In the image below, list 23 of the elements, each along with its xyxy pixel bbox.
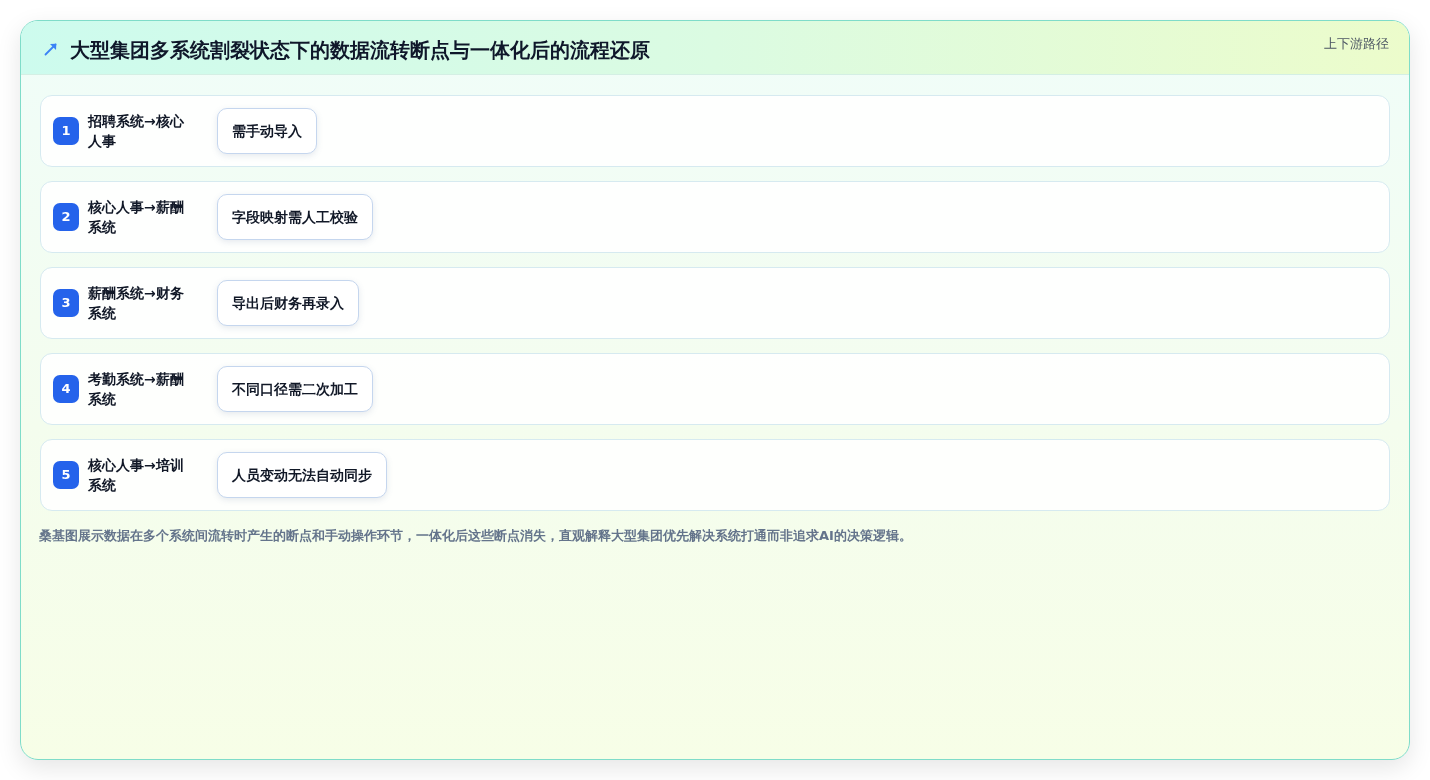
number-badge: 1 bbox=[53, 117, 79, 145]
note-box: 导出后财务再录入 bbox=[217, 280, 359, 326]
number-badge: 5 bbox=[53, 461, 79, 489]
number-badge: 4 bbox=[53, 375, 79, 403]
note-box: 字段映射需人工校验 bbox=[217, 194, 373, 240]
flow-label: 核心人事→薪酬系统 bbox=[88, 198, 185, 237]
row-card bbox=[40, 439, 1390, 511]
title: 大型集团多系统割裂状态下的数据流转断点与一体化后的流程还原 bbox=[70, 39, 650, 61]
caption: 桑基图展示数据在多个系统间流转时产生的断点和手动操作环节，一体化后这些断点消失，直观解释大型集团优先解决系统打通而非追求AI的决策逻辑。 bbox=[39, 527, 912, 545]
row-card bbox=[40, 267, 1390, 339]
row-card bbox=[40, 95, 1390, 167]
header-note: 上下游路径 bbox=[1324, 35, 1389, 53]
number-badge: 2 bbox=[53, 203, 79, 231]
flow-label: 核心人事→培训系统 bbox=[88, 456, 185, 495]
note-box: 人员变动无法自动同步 bbox=[217, 452, 387, 498]
row-card bbox=[40, 181, 1390, 253]
note-box: 不同口径需二次加工 bbox=[217, 366, 373, 412]
row-card bbox=[40, 353, 1390, 425]
flow-label: 招聘系统→核心人事 bbox=[88, 112, 185, 151]
note-box: 需手动导入 bbox=[217, 108, 317, 154]
flow-label: 薪酬系统→财务系统 bbox=[88, 284, 185, 323]
number-badge: 3 bbox=[53, 289, 79, 317]
flow-label: 考勤系统→薪酬系统 bbox=[88, 370, 185, 409]
